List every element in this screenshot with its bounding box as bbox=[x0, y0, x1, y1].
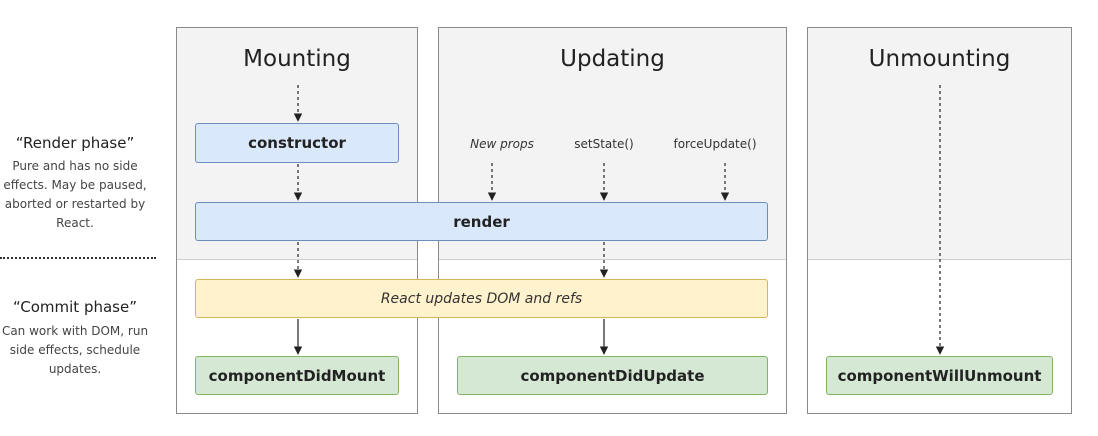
panel-divider bbox=[177, 259, 417, 260]
render-box: render bbox=[195, 202, 768, 241]
constructor-label: constructor bbox=[248, 134, 346, 152]
react-updates-box: React updates DOM and refs bbox=[195, 279, 768, 318]
component-will-unmount-box: componentWillUnmount bbox=[826, 356, 1053, 395]
force-update-trigger: forceUpdate() bbox=[673, 137, 757, 151]
panel-divider bbox=[808, 259, 1071, 260]
mounting-title: Mounting bbox=[243, 46, 351, 72]
unmounting-title: Unmounting bbox=[868, 46, 1011, 72]
set-state-trigger: setState() bbox=[574, 137, 634, 151]
component-will-unmount-label: componentWillUnmount bbox=[837, 366, 1042, 385]
panel-divider bbox=[439, 259, 786, 260]
component-did-mount-box: componentDidMount bbox=[195, 356, 399, 395]
component-did-update-box: componentDidUpdate bbox=[457, 356, 768, 395]
commit-phase-title: “Commit phase” bbox=[13, 298, 137, 316]
new-props-trigger: New props bbox=[470, 137, 534, 151]
render-label: render bbox=[453, 212, 510, 231]
component-did-update-label: componentDidUpdate bbox=[520, 366, 705, 385]
render-phase-description: Pure and has no side effects. May be pau… bbox=[3, 159, 147, 230]
phase-separator bbox=[0, 257, 156, 259]
component-did-mount-label: componentDidMount bbox=[208, 366, 386, 385]
constructor-box: constructor bbox=[195, 123, 399, 163]
render-phase-title: “Render phase” bbox=[15, 134, 135, 152]
react-updates-label: React updates DOM and refs bbox=[380, 290, 583, 307]
updating-title: Updating bbox=[560, 46, 665, 72]
commit-phase-description: Can work with DOM, run side effects, sch… bbox=[1, 324, 149, 376]
